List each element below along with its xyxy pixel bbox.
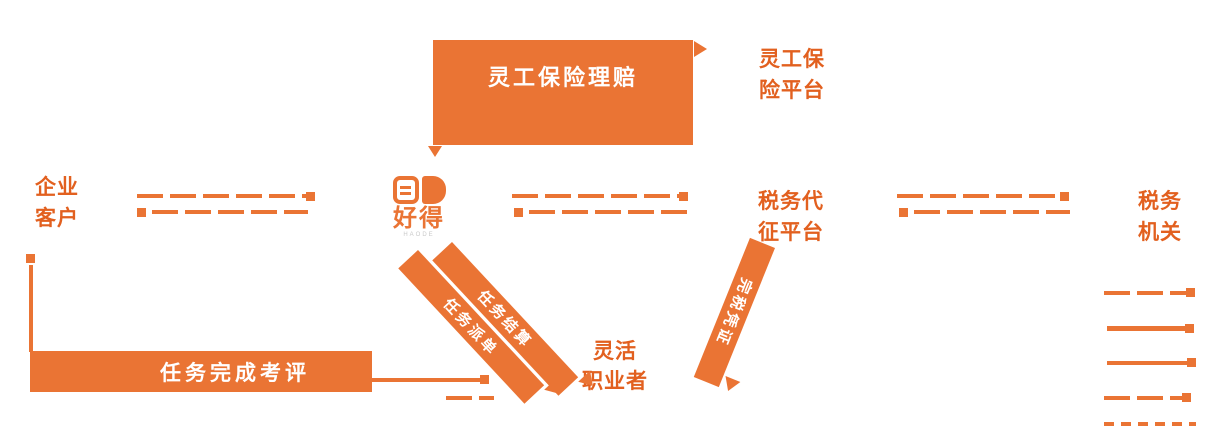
enterprise-customer-label: 企业 客户 xyxy=(22,172,92,234)
connector-taxagency-authority-bottom-start xyxy=(899,208,908,217)
legend-line-5 xyxy=(1104,422,1196,426)
legend-line-3 xyxy=(1107,361,1189,365)
arrow-to-insurance-platform-icon xyxy=(694,41,707,57)
legend-line-2 xyxy=(1107,326,1187,331)
brand-subtitle: HAODE xyxy=(403,232,435,238)
connector-eval-workers-dash xyxy=(446,396,494,400)
connector-taxagency-authority-top xyxy=(897,194,1069,198)
connector-brand-taxagency-bottom-start xyxy=(514,208,523,217)
legend-line-4-end xyxy=(1182,393,1191,402)
insurance-service-label: 灵工保险理赔 xyxy=(487,65,638,90)
legend-line-4 xyxy=(1104,396,1184,400)
task-evaluation-box: 任务完成考评 xyxy=(30,351,372,392)
insurance-platform-line2: 险平台 xyxy=(759,79,825,102)
connector-enterprise-eval-start xyxy=(26,254,35,263)
connector-taxagency-authority-bottom xyxy=(914,210,1070,214)
legend-line-2-end xyxy=(1185,324,1194,333)
tax-authority-line2: 机关 xyxy=(1138,221,1182,244)
connector-brand-taxagency-top xyxy=(512,194,688,198)
connector-eval-workers-end xyxy=(480,375,489,384)
workers-line2: 职业者 xyxy=(582,370,648,393)
brand-logo: 好得 HAODE xyxy=(383,176,455,239)
tax-authority-label: 税务 机关 xyxy=(1125,186,1195,248)
ribbon-tax-receipt-label: 完税凭证 xyxy=(712,275,755,349)
ribbon-tax-receipt: 完税凭证 xyxy=(693,237,775,388)
flexible-workers-label: 灵活 职业者 xyxy=(572,337,658,397)
tax-authority-line1: 税务 xyxy=(1138,190,1182,213)
brand-logo-mark-icon xyxy=(383,176,455,204)
insurance-service-box: 灵工保险理赔 xyxy=(433,40,693,145)
insurance-platform-label: 灵工保 险平台 xyxy=(750,44,834,106)
connector-taxagency-authority-top-end xyxy=(1060,192,1069,201)
insurance-platform-line1: 灵工保 xyxy=(759,48,825,71)
connector-enterprise-brand-bottom-start xyxy=(137,208,146,217)
logo-glyph-b-icon xyxy=(392,176,419,204)
legend-line-1-end xyxy=(1186,288,1195,297)
connector-enterprise-brand-top-end xyxy=(306,192,315,201)
arrow-tax-receipt-icon xyxy=(720,375,741,395)
tax-agency-platform-label: 税务代 征平台 xyxy=(745,186,837,248)
connector-brand-taxagency-bottom xyxy=(529,210,687,214)
connector-eval-workers-line xyxy=(372,378,482,382)
legend-line-3-end xyxy=(1187,358,1196,367)
enterprise-line1: 企业 xyxy=(35,176,79,199)
enterprise-line2: 客户 xyxy=(35,207,79,230)
workers-line1: 灵活 xyxy=(593,340,637,363)
legend-line-1 xyxy=(1104,291,1188,295)
brand-name: 好得 xyxy=(393,205,445,232)
arrow-down-from-insurance-box-icon xyxy=(428,146,442,157)
task-evaluation-label: 任务完成考评 xyxy=(160,361,310,385)
tax-agency-line1: 税务代 xyxy=(758,190,824,213)
connector-brand-taxagency-top-end xyxy=(679,192,688,201)
connector-enterprise-brand-bottom xyxy=(152,210,308,214)
tax-agency-line2: 征平台 xyxy=(758,221,824,244)
connector-enterprise-eval-line xyxy=(29,265,33,352)
connector-enterprise-brand-top xyxy=(137,194,315,198)
logo-glyph-d-icon xyxy=(421,176,446,204)
